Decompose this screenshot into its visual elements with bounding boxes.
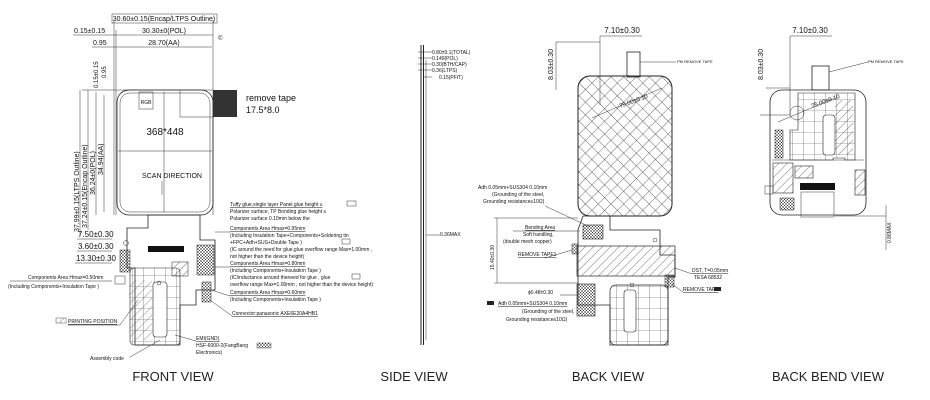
remove-tape-block: [213, 90, 237, 117]
dim-13-30: 13.30±0.30: [76, 254, 117, 263]
note-line: Polarizer surface, TP Bonding glue heigh…: [230, 209, 326, 215]
comp-area-left-sub: (Including Components+Insulation Tape ): [8, 284, 99, 290]
note-line: Components Area Hmax=0.80mm: [230, 261, 305, 267]
back-pm-remove-tape: PM REMOVE TAPE: [677, 59, 713, 64]
back-tesa: TESA 68532: [694, 275, 722, 281]
rgb-label: RGB: [141, 100, 153, 106]
back-bending: Soft handling,: [523, 232, 554, 238]
side-layer: 0.36(LTPS): [432, 68, 458, 74]
remove-tape-label: remove tape: [246, 93, 296, 103]
dim-3-60: 3.60±0.30: [78, 242, 114, 251]
back-dim-vertical: 15.40±0.30: [490, 245, 496, 270]
dim-pol-width: 30.30±0(POL): [142, 28, 186, 35]
back-dim-height: 8.03±0.30: [548, 49, 555, 80]
side-layer: 0.80±0.1(TOTAL): [432, 50, 471, 56]
side-layer: 0.149(POL): [432, 56, 458, 62]
back-bend-view-label: BACK BEND VIEW: [772, 369, 885, 384]
bend-panel-outline: [769, 89, 867, 216]
resolution: 368*448: [146, 127, 184, 138]
printing-position: PRINTING POSITION: [68, 319, 118, 325]
note-line: overflow range Max=1.00mm , not higher t…: [230, 282, 373, 288]
dim-7-50: 7.50±0.30: [78, 230, 114, 239]
back-adh-top: Adh 0.05mm+SUS304 0.10mm: [478, 185, 547, 191]
back-hole: ϕ0.48±0.30: [528, 290, 553, 296]
component-notes: Tuffy glue,single layer Panel glue heigh…: [209, 200, 373, 317]
side-layer: 0.15(PFIT): [439, 75, 463, 81]
bend-connector-bar: [800, 183, 835, 190]
back-adh-bottom: Grounding resistance≤10Ω): [506, 317, 568, 323]
bend-max-thickness: 0.86MAX: [887, 222, 893, 243]
connector-bar: [148, 246, 184, 252]
note-line: not higher than the device height): [230, 254, 305, 260]
dim-aa-width: 28.70(AA): [148, 40, 180, 47]
front-view: 30.60±0.15(Encap/LTPS Outline) 30.30±0(P…: [8, 13, 373, 362]
note-line: (IC/inductance around thenеed for glue ,…: [230, 275, 331, 281]
remove-tape-size: 17.5*8.0: [246, 105, 280, 115]
note-line: Components Area Hmax=0.95mm: [230, 226, 305, 232]
back-view: 7.10±0.30 8.03±0.30 PM REMOVE TAPE 75.00…: [478, 26, 728, 346]
bend-pm-remove-tape: PM REMOVE TAPE: [868, 59, 904, 64]
emi-title: EMI(GND): [196, 336, 220, 342]
side-max-thickness: 0.36MAX: [440, 232, 461, 238]
rgb-box: [138, 91, 154, 110]
back-adh-bottom: (Grounding of the steel,: [522, 309, 574, 315]
note-line: Tuffy glue,single layer Panel glue heigh…: [230, 202, 323, 208]
dim-aa-offset: 0.95: [93, 40, 107, 47]
back-adh-bottom: Adh 0.05mm+SUS304 0.10mm: [498, 301, 567, 307]
emi-line1: HSF-6000-2(FangBang: [196, 343, 248, 349]
dim-encap-height: 37.24±0.15(Encap Outline): [82, 144, 89, 228]
back-bending: (double mesh copper): [503, 239, 552, 245]
emi-line2: Electronics): [196, 350, 222, 356]
back-bending: Bending Area: [525, 225, 555, 231]
dim-top-offset: 0.15±0.15: [94, 61, 100, 88]
encap-width-box: [111, 13, 218, 24]
bend-dim-height: 8.03±0.30: [758, 49, 765, 80]
note-line: Connector:panasonic AXE6E20A4HB1: [232, 311, 318, 317]
back-steel-panel: [577, 75, 673, 217]
note-line: (Including Components+Insulation Tape ): [230, 268, 321, 274]
dim-left-offset: 0.15±0.15: [74, 28, 105, 35]
note-line: Components Area Hmax=0.60mm: [230, 290, 305, 296]
comp-area-left: Components Area Hmax=0.50mm: [28, 275, 103, 281]
back-remove-tape1: REMOVE TAPE1: [518, 252, 557, 258]
back-adh-top: (Grounding of the steel,: [492, 192, 544, 198]
back-bend-view: 7.10±0.30 8.03±0.30 PM REMOVE TAPE 75.00…: [758, 26, 904, 250]
back-view-label: BACK VIEW: [572, 369, 645, 384]
back-dim-width: 7.10±0.30: [604, 26, 640, 35]
dim-aa-height: 34.94(AA): [98, 143, 105, 175]
back-remove-tape: REMOVE TAPE: [683, 287, 719, 293]
side-layer: 0.30(BTH/CAP): [432, 62, 467, 68]
scan-direction: SCAN DIRECTION: [142, 173, 202, 180]
connector: [201, 281, 212, 303]
note-line: (Including Insulation Tape+Components+So…: [230, 233, 349, 239]
side-view: 0.80±0.1(TOTAL) 0.149(POL) 0.30(BTH/CAP)…: [418, 45, 471, 345]
dim-top-aa: 0.95: [102, 66, 108, 78]
back-dst: DST, T=0.05mm: [692, 268, 728, 274]
note-line: (IC around the need for glue,glue overfl…: [230, 247, 372, 253]
back-adh-top: Grounding resistance≤10Ω): [483, 199, 545, 205]
note-line: (Including Components+Insulation Tape ): [230, 297, 321, 303]
front-view-label: FRONT VIEW: [132, 369, 214, 384]
side-view-label: SIDE VIEW: [380, 369, 448, 384]
bend-dim-width: 7.10±0.30: [792, 26, 828, 35]
c-mark: ©: [218, 35, 223, 42]
dim-pol-height: 36.24±0(POL): [90, 151, 97, 195]
dim-ltps-height: 37.99±0.15(LTPS Outline): [74, 151, 81, 232]
assembly-code: Assembly code: [90, 356, 124, 362]
dim-encap-width: 30.60±0.15(Encap/LTPS Outline): [113, 16, 216, 23]
note-line: +FPC+Adh+SUS+Double Tape ): [230, 240, 302, 246]
note-line: Polarizer surface 0.10mm below the: [230, 216, 310, 222]
display-panel: [116, 89, 214, 216]
